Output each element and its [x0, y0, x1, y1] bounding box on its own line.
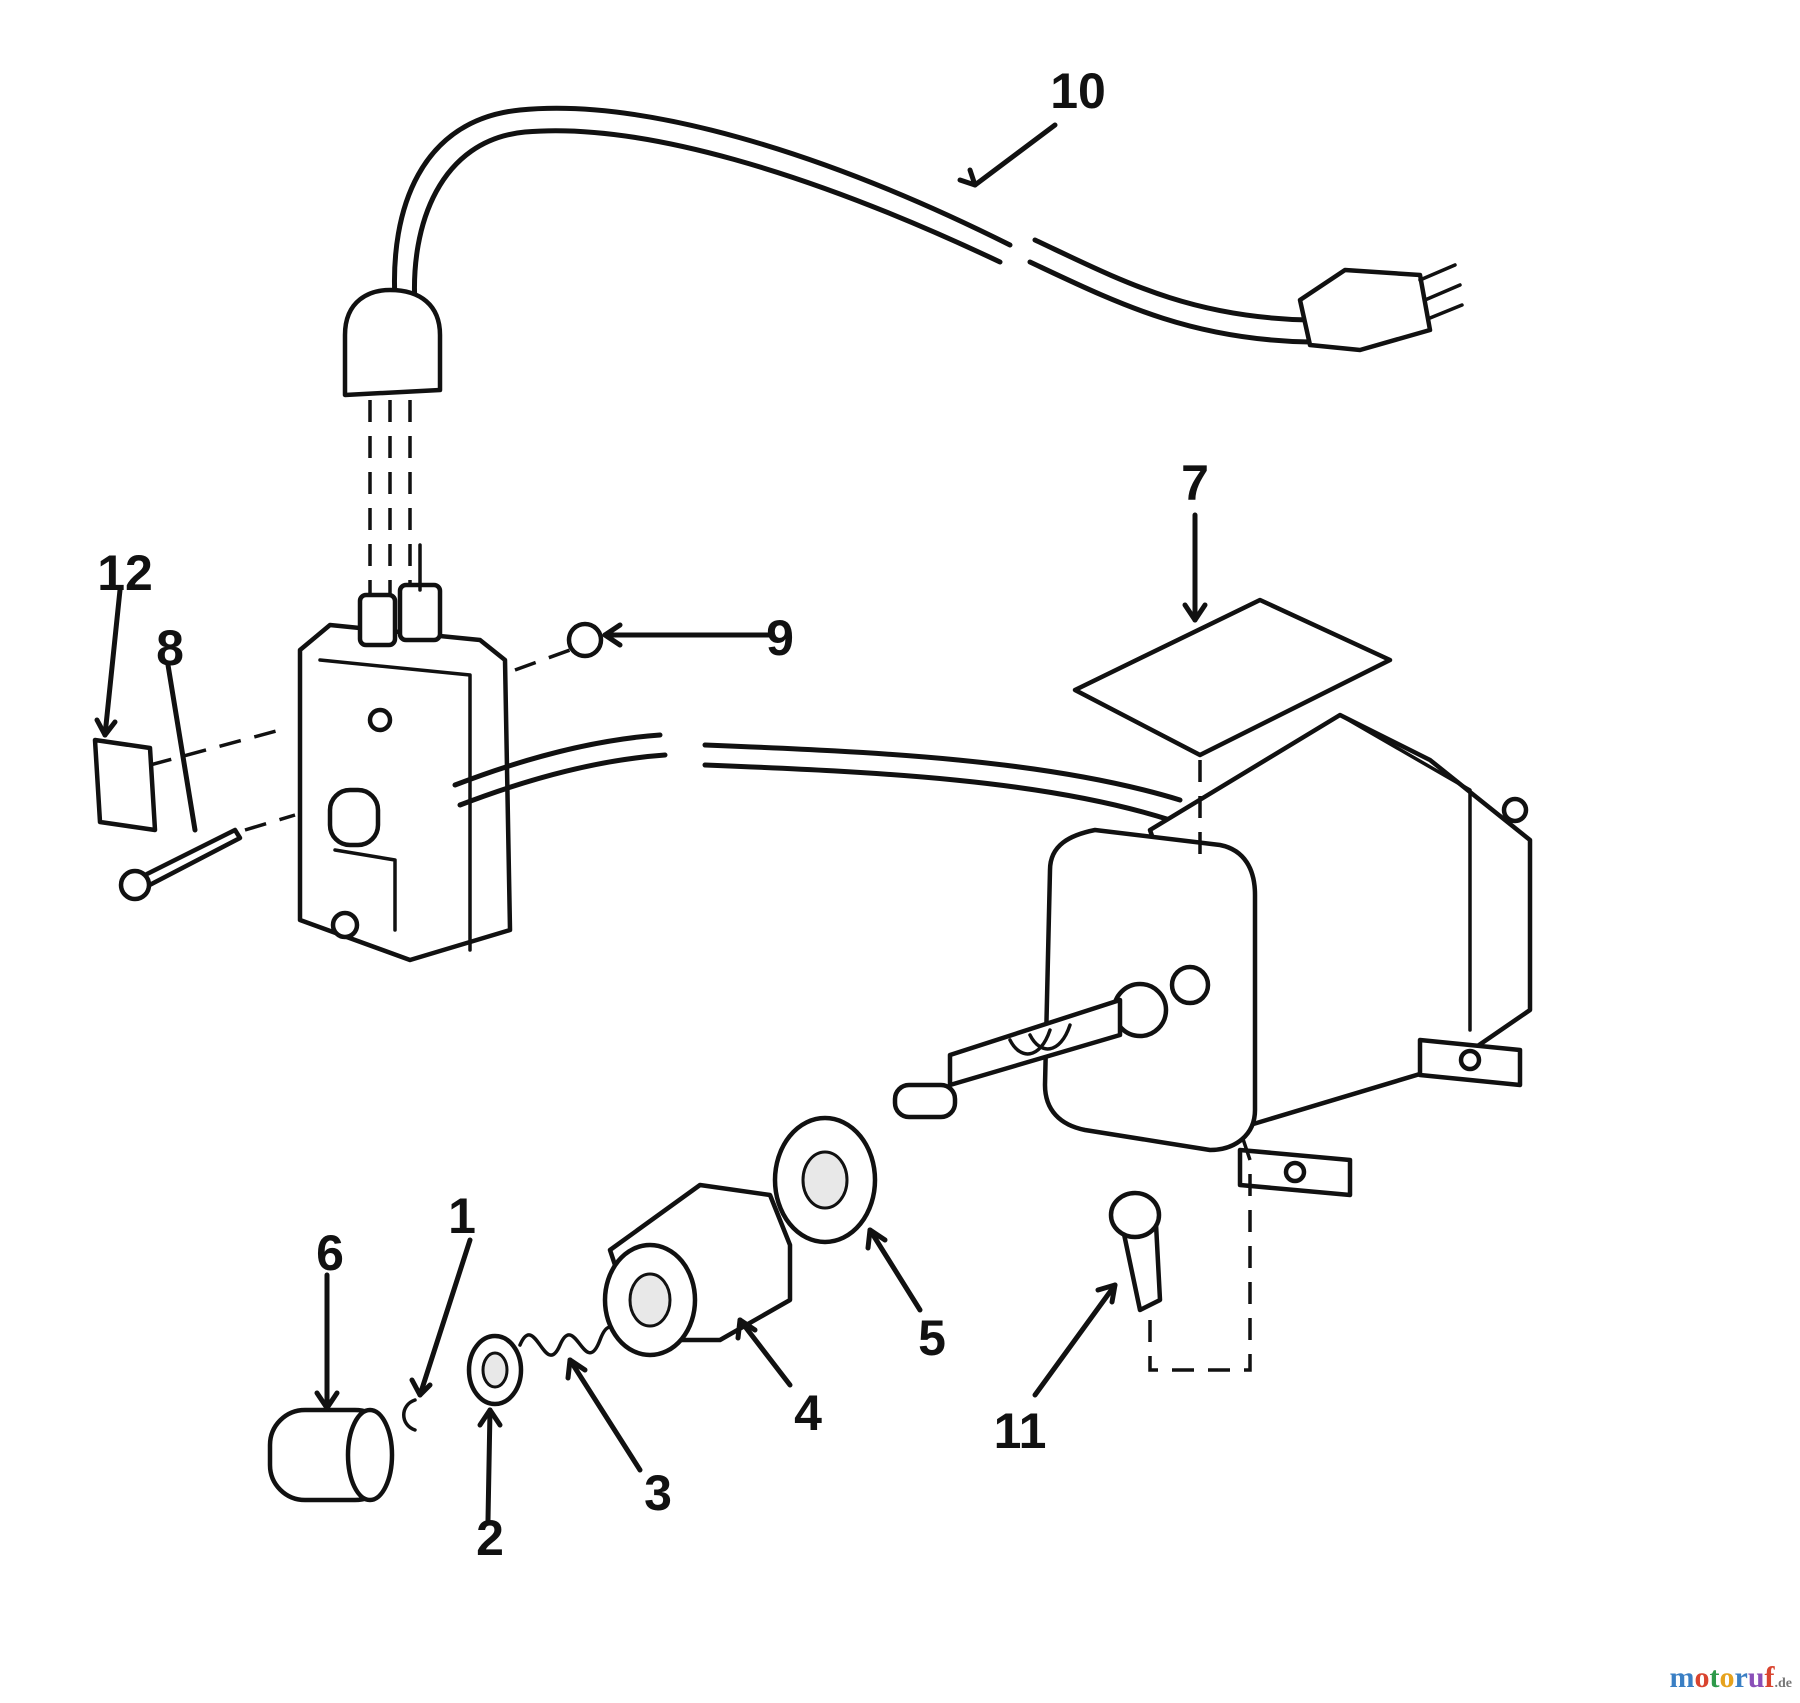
- callout-8: 8: [156, 620, 184, 676]
- nut: [566, 621, 604, 659]
- small-parts: [92, 621, 1252, 1503]
- callout-9: 9: [766, 610, 794, 666]
- decal: [92, 737, 158, 833]
- callout-12: 12: [97, 545, 153, 601]
- watermark-suffix: .de: [1774, 1676, 1793, 1691]
- watermark-logo: motoruf.de: [1669, 1661, 1792, 1695]
- watermark-letter: u: [1747, 1661, 1765, 1694]
- retaining-ring: [402, 1398, 417, 1432]
- watermark-letter: r: [1734, 1661, 1748, 1694]
- motor: [892, 712, 1533, 1198]
- watermark-letter: f: [1764, 1661, 1775, 1694]
- callout-4: 4: [794, 1385, 822, 1441]
- watermark-letter: o: [1719, 1661, 1735, 1694]
- watermark-letter: o: [1694, 1661, 1710, 1694]
- callout-6: 6: [316, 1225, 344, 1281]
- callout-2: 2: [476, 1510, 504, 1566]
- callout-5: 5: [918, 1310, 946, 1366]
- watermark-letter: t: [1709, 1661, 1720, 1694]
- callout-1: 1: [448, 1188, 476, 1244]
- callout-3: 3: [644, 1465, 672, 1521]
- switch-box: [297, 543, 513, 963]
- motor-label: [1072, 597, 1393, 758]
- callout-11: 11: [994, 1403, 1047, 1459]
- callout-10: 10: [1050, 63, 1106, 119]
- watermark-letter: m: [1669, 1661, 1695, 1694]
- leader-lines: [94, 122, 1208, 1523]
- callout-7: 7: [1181, 455, 1209, 511]
- power-cord: [342, 105, 1464, 610]
- motor-cable: [452, 732, 1183, 823]
